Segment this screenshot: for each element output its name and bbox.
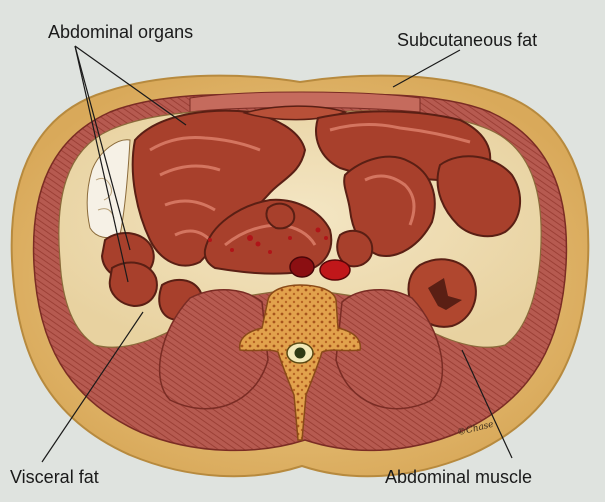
label-abdominal-muscle: Abdominal muscle <box>385 468 532 486</box>
leader-line-muscle <box>462 350 512 458</box>
label-subcutaneous-fat: Subcutaneous fat <box>397 31 537 49</box>
leader-line-organs-2 <box>75 46 130 250</box>
label-abdominal-organs: Abdominal organs <box>48 23 193 41</box>
leader-line-subfat <box>393 50 460 87</box>
leader-line-organs-3 <box>75 46 128 282</box>
label-visceral-fat: Visceral fat <box>10 468 99 486</box>
leader-line-organs-1 <box>75 46 186 125</box>
leader-line-visceral <box>42 312 143 462</box>
